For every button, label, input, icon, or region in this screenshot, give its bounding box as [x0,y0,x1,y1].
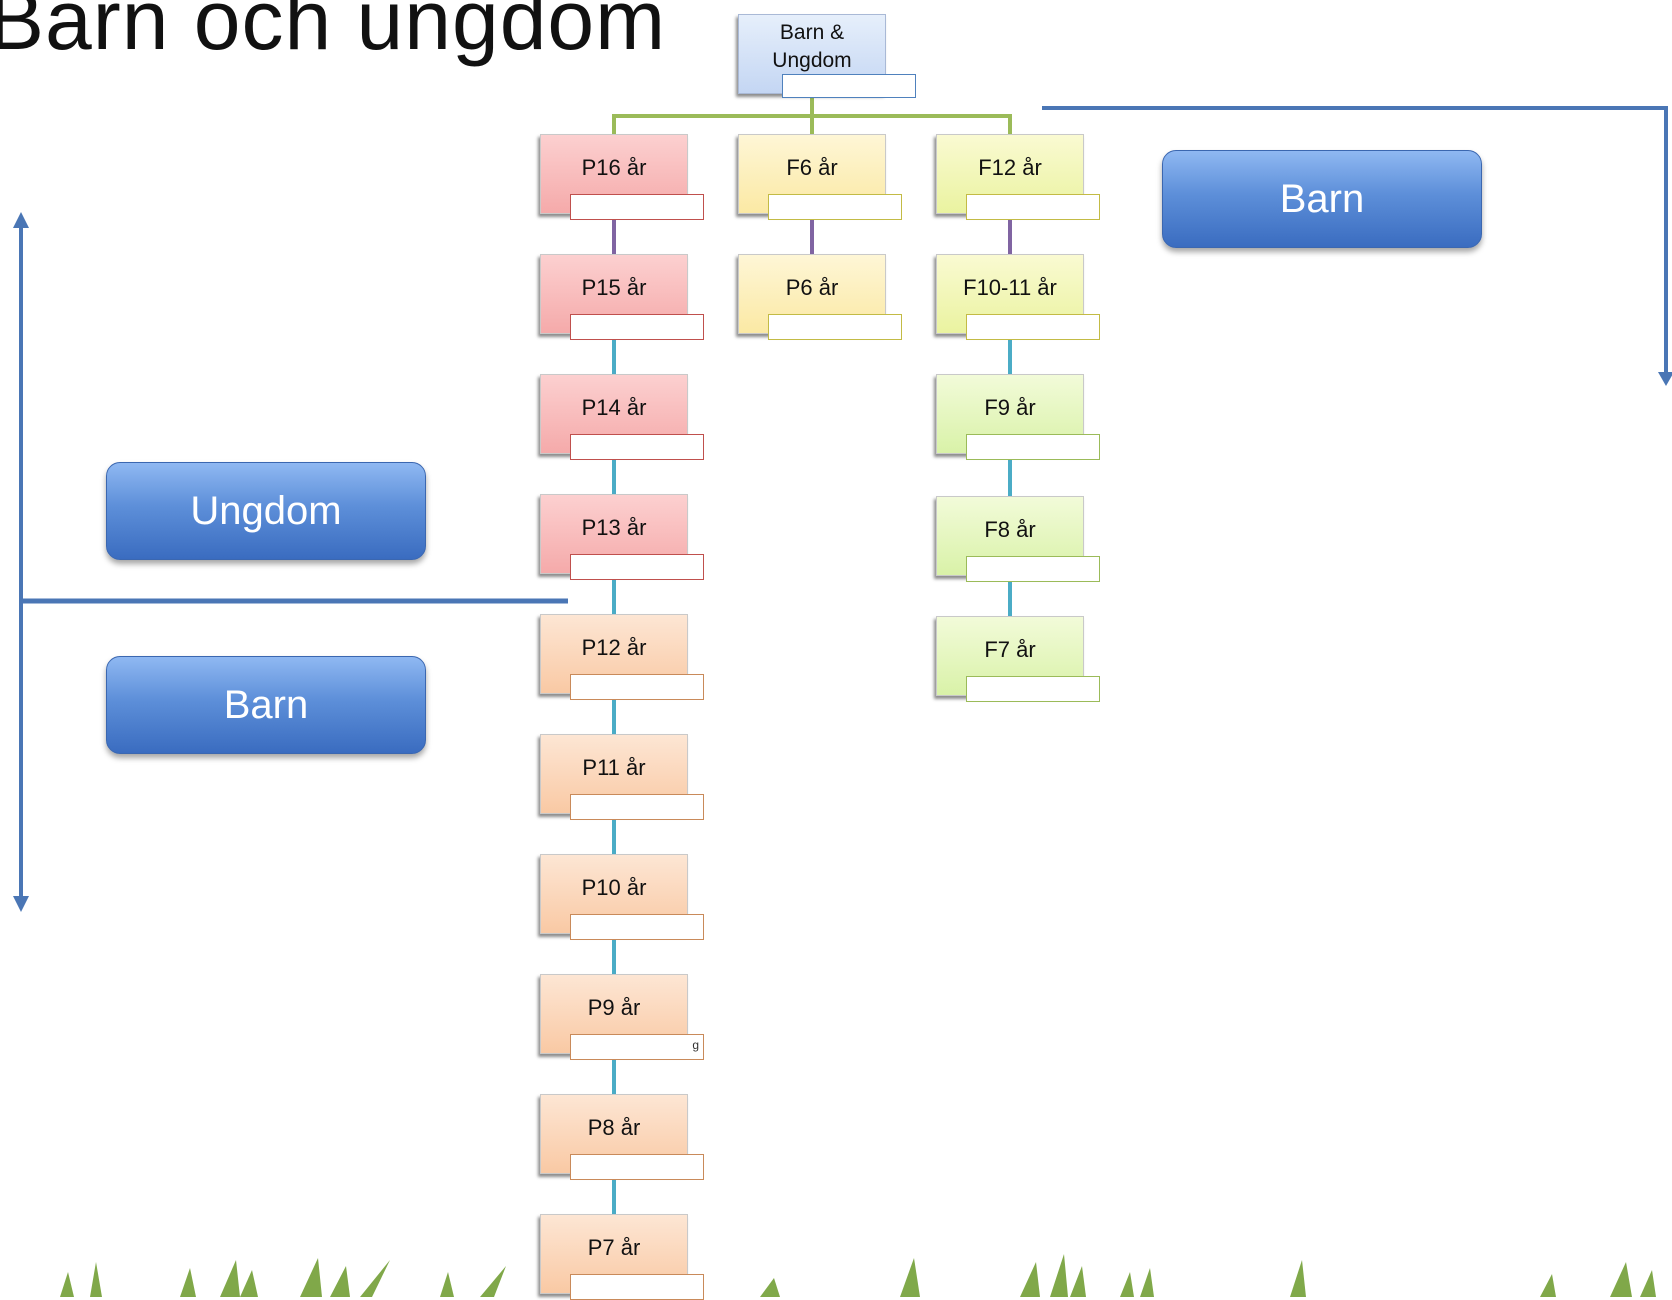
node-label: F12 år [978,155,1042,180]
node-tab [966,194,1100,220]
node-label: F9 år [984,395,1036,420]
node-label: P14 år [581,395,647,420]
node-tab [570,674,704,700]
node-label: P16 år [581,155,647,180]
node-tab [768,194,902,220]
ungdom-label[interactable]: Ungdom [106,462,426,560]
node-label: P7 år [587,1235,641,1260]
node-tab [570,434,704,460]
node-tab [570,314,704,340]
node-label: F10-11 år [963,275,1057,300]
node-label: P11 år [582,755,646,780]
node-tab [966,314,1100,340]
node-label: F6 år [786,155,838,180]
root-node-label: Barn & Ungdom [772,21,852,72]
node-label: P12 år [581,635,647,660]
barn-label-left[interactable]: Barn [106,656,426,754]
node-tab [966,676,1100,702]
tab-mark: g [692,1038,699,1052]
node-tab [570,194,704,220]
node-tab [966,556,1100,582]
barn-label-right[interactable]: Barn [1162,150,1482,248]
node-tab [966,434,1100,460]
node-tab [570,794,704,820]
node-label: F7 år [984,637,1036,662]
node-label: P15 år [581,275,647,300]
root-node-tab [782,74,916,98]
node-label: P9 år [587,995,641,1020]
node-label: P10 år [581,875,647,900]
node-tab [570,914,704,940]
node-label: P6 år [785,275,839,300]
page-title: Barn och ungdom [0,0,667,67]
node-tab [570,1154,704,1180]
node-tab [570,554,704,580]
node-label: P8 år [587,1115,641,1140]
node-label: P13 år [581,515,647,540]
node-tab [570,1274,704,1300]
node-tab [768,314,902,340]
node-tab: g [570,1034,704,1060]
node-label: F8 år [984,517,1036,542]
